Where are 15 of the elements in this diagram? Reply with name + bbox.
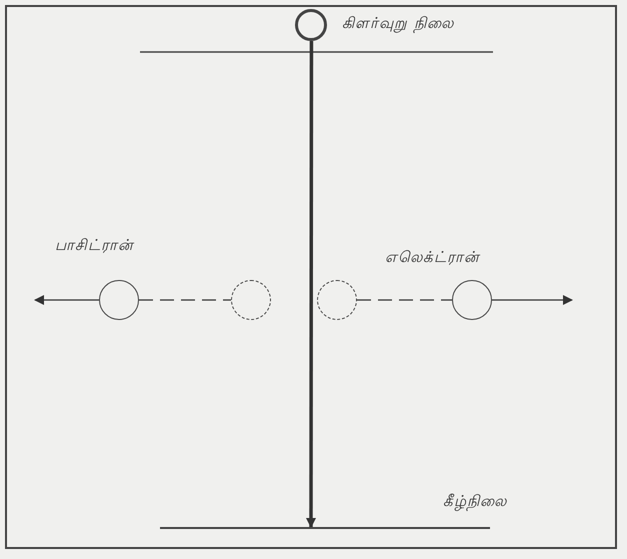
particle-circle bbox=[452, 280, 492, 320]
particle-circle bbox=[295, 9, 327, 41]
state-label: கிளர்வுறு நிலை bbox=[342, 14, 454, 34]
energy-level-line bbox=[160, 527, 490, 529]
arrow bbox=[34, 295, 99, 305]
dashed-circle bbox=[317, 280, 357, 320]
state-label: பாசிட்ரான் bbox=[55, 236, 134, 256]
dashed-circle bbox=[231, 280, 271, 320]
arrow bbox=[492, 295, 573, 305]
state-label: எலெக்ட்ரான் bbox=[385, 248, 480, 268]
dashed-line bbox=[357, 299, 452, 301]
dashed-line bbox=[139, 299, 231, 301]
state-label: கீழ்நிலை bbox=[443, 492, 507, 512]
arrow bbox=[306, 41, 316, 528]
particle-circle bbox=[99, 280, 139, 320]
